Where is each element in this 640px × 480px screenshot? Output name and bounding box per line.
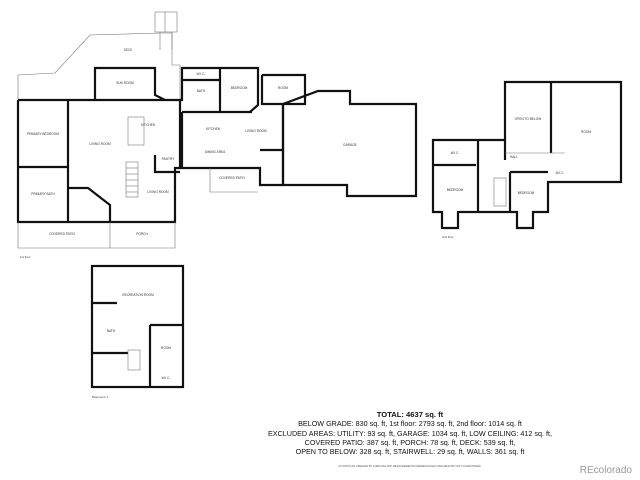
room-label-bath: BATH [197, 89, 206, 93]
room-labels: DECK SUN ROOM PRIMARY BEDROOM LIVING ROO… [27, 48, 591, 380]
room-label-recreation-room: RECREATION ROOM [122, 293, 154, 297]
room-label-kitchen-2: KITCHEN [206, 127, 221, 131]
room-label-living-room: LIVING ROOM [89, 142, 111, 146]
basement-label: Basement 1 [92, 395, 108, 399]
room-label-wic-2nd-1: W.I.C. [451, 151, 460, 155]
second-floor-label: 2nd floor [442, 235, 454, 239]
room-label-bedroom-2nd-2: BEDROOM [518, 191, 535, 195]
basement-plan: Basement 1 [90, 264, 185, 399]
garage-walls [281, 89, 418, 198]
floor-plan-credit: FLOOR PLAN CREATED BY CUBICASA APP. MEAS… [338, 465, 482, 468]
room-label-room: ROOM [278, 86, 288, 90]
summary-line-4: OPEN TO BELOW: 328 sq. ft, STAIRWELL: 29… [295, 447, 525, 457]
first-floor-label: 1st floor [20, 255, 31, 259]
room-label-room-2nd: ROOM [581, 130, 591, 134]
brand-watermark: REcolorado [579, 465, 632, 476]
room-label-wic: W.I.C. [197, 72, 206, 76]
covered-patio-outline [17, 222, 176, 249]
room-label-wic-2nd-2: W.I.C. [556, 171, 565, 175]
room-label-primary-bath: PRIMARY BATH [31, 192, 55, 196]
room-label-porch: PORCH [136, 232, 148, 236]
room-label-kitchen: KITCHEN [141, 123, 156, 127]
stairs-1st [125, 161, 139, 198]
room-label-covered-patio-2: COVERED PATIO [219, 176, 245, 180]
summary-line-2: EXCLUDED AREAS: UTILITY: 93 sq. ft, GARA… [267, 428, 552, 438]
deck-outline [17, 32, 181, 101]
summary-line-3: COVERED PATIO: 387 sq. ft, PORCH: 78 sq.… [304, 437, 516, 447]
summary-line-1: BELOW GRADE: 830 sq. ft, 1st floor: 2793… [298, 419, 522, 429]
total-area: TOTAL: 4637 sq. ft [376, 410, 444, 419]
second-floor-plan: 2nd floor [431, 80, 623, 239]
room-label-open-to-below: OPEN TO BELOW [515, 117, 542, 121]
room-label-bedroom-2nd-1: BEDROOM [447, 188, 464, 192]
room-label-bath-basement: BATH [107, 329, 116, 333]
first-floor-plan: 1st floor [16, 11, 418, 259]
room-label-wic-basement: W.I.C. [162, 376, 171, 380]
kitchen-island [127, 116, 145, 146]
room-label-hall: HALL [510, 155, 518, 159]
room-label-garage: GARAGE [343, 143, 357, 147]
room-label-deck: DECK [124, 48, 134, 52]
area-summary: TOTAL: 4637 sq. ft BELOW GRADE: 830 sq. … [180, 410, 640, 456]
sun-room-walls [93, 66, 166, 101]
deck-stairs [154, 11, 178, 50]
room-label-living-room-2: LIVING ROOM [147, 190, 169, 194]
room-label-bedroom: BEDROOM [231, 86, 248, 90]
room-label-sun-room: SUN ROOM [116, 81, 134, 85]
room-label-living-room-3: LIVING ROOM [245, 129, 267, 133]
room-label-covered-patio: COVERED PATIO [49, 232, 75, 236]
room-label-room-basement: ROOM [161, 346, 171, 350]
room-label-pantry: PANTRY [162, 157, 176, 161]
room-label-dining-area: DINING AREA [205, 150, 226, 154]
room-label-primary-bedroom: PRIMARY BEDROOM [27, 132, 59, 136]
